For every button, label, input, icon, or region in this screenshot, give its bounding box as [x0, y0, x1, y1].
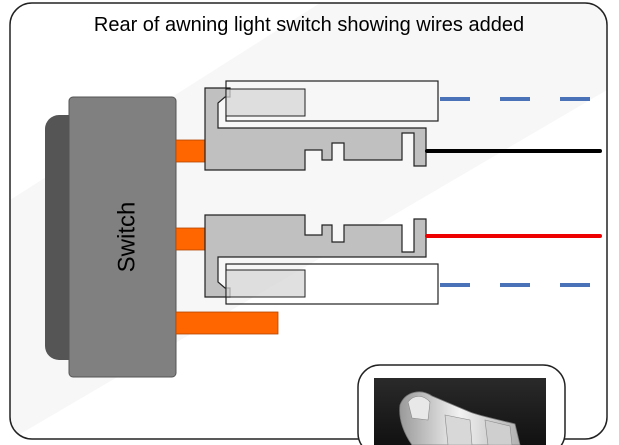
switch-pin-top	[175, 139, 209, 163]
switch-label: Switch	[113, 202, 140, 273]
switch-pin-middle	[175, 227, 209, 251]
spade-connector-photo-icon	[399, 391, 521, 445]
inset-photo	[357, 364, 566, 445]
terminal-top	[204, 87, 427, 171]
switch-pin-bottom	[175, 311, 279, 335]
diagram-title: Rear of awning light switch showing wire…	[93, 14, 525, 36]
sleeve-tab-top	[225, 88, 306, 117]
frame-border	[9, 2, 608, 440]
sleeve-tab-bottom	[225, 269, 306, 298]
